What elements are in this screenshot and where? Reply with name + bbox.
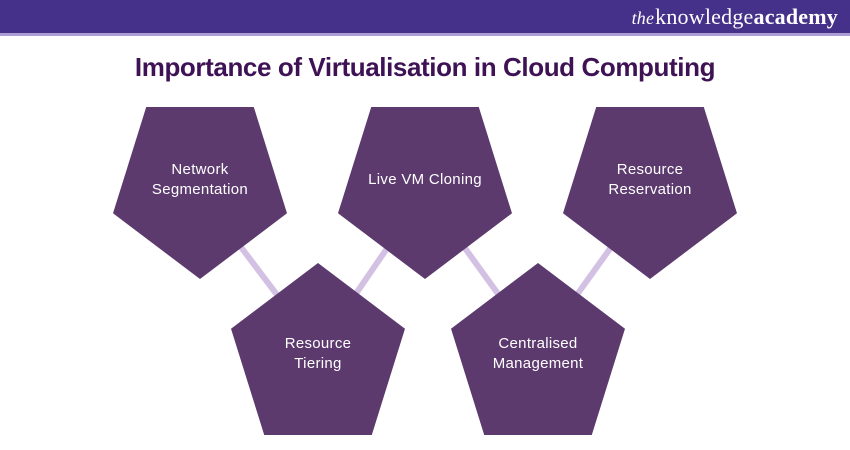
- node-label: Resource Reservation: [608, 160, 692, 198]
- logo-the: the: [631, 7, 655, 28]
- brand-logo: theknowledgeacademy: [631, 3, 838, 29]
- page-title: Importance of Virtualisation in Cloud Co…: [134, 51, 716, 82]
- logo-academy: academy: [753, 3, 838, 29]
- logo-knowledge: knowledge: [655, 3, 754, 29]
- node-label: Live VM Cloning: [368, 170, 482, 188]
- brand-header: theknowledgeacademy: [0, 0, 850, 36]
- node-label: Resource Tiering: [284, 334, 352, 372]
- node-label: Network Segmentation: [151, 160, 249, 198]
- node-label: Centralised Management: [492, 334, 584, 372]
